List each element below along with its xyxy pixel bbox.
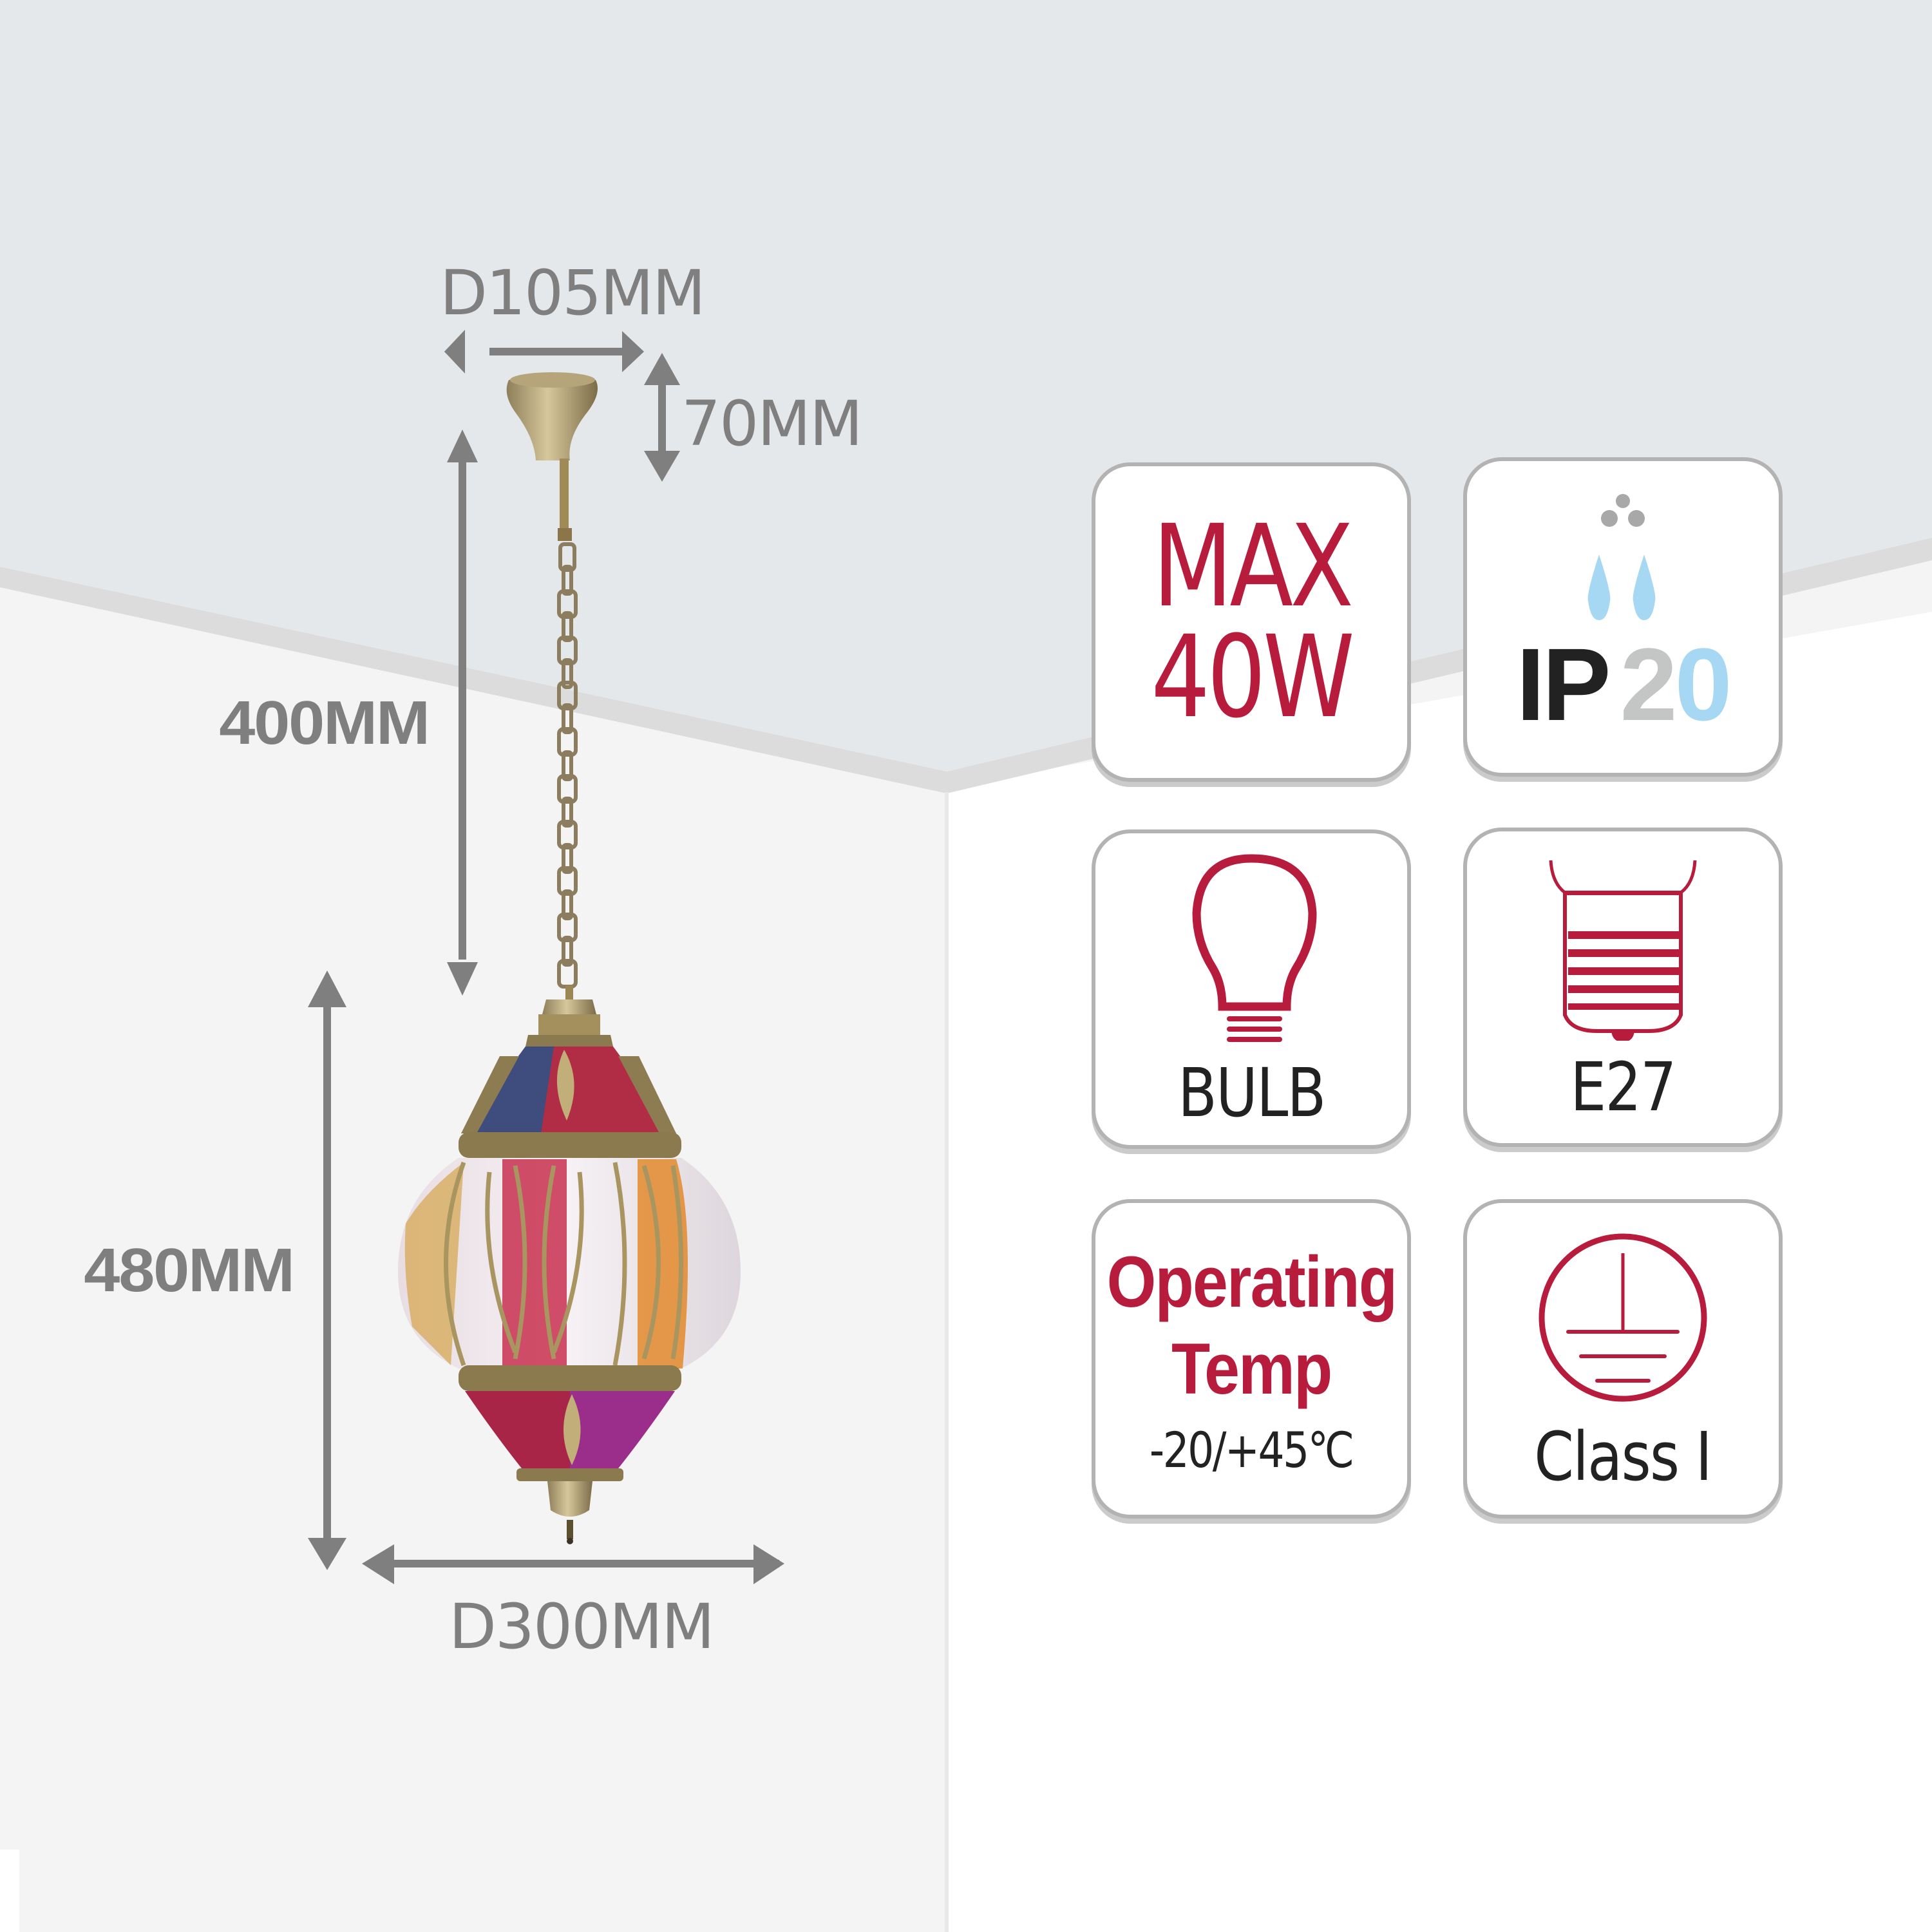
base-type-card: E27 bbox=[1463, 828, 1783, 1147]
ip-rating-value: IP 2 0 bbox=[1516, 627, 1732, 742]
body-diameter-label: D300MM bbox=[449, 1591, 715, 1663]
light-bulb-icon bbox=[1192, 854, 1317, 1042]
bulb-card: BULB bbox=[1092, 829, 1411, 1149]
wattage-value: 40W bbox=[1151, 611, 1355, 743]
earth-ground-icon bbox=[1539, 1233, 1707, 1402]
safety-class-card: Class I bbox=[1463, 1199, 1783, 1519]
canopy-height-label: 70MM bbox=[681, 388, 863, 460]
ip-prefix: IP bbox=[1516, 627, 1611, 742]
max-wattage-card: MAX 40W bbox=[1092, 462, 1411, 782]
water-drops-icon bbox=[1587, 494, 1656, 620]
max-label: MAX bbox=[1152, 500, 1353, 632]
chain-length-label: 400MM bbox=[219, 688, 430, 757]
e27-screw-base-icon bbox=[1549, 860, 1697, 1041]
body-height-label: 480MM bbox=[84, 1236, 295, 1305]
temp-range-value: -20/+45℃ bbox=[1150, 1421, 1354, 1479]
operating-label: Operating bbox=[1106, 1242, 1397, 1323]
temp-label: Temp bbox=[1171, 1328, 1332, 1409]
operating-temp-card: Operating Temp -20/+45℃ bbox=[1092, 1199, 1411, 1519]
base-type-label: E27 bbox=[1570, 1048, 1676, 1126]
canopy-diameter-label: D105MM bbox=[440, 257, 706, 329]
ip-rating-card: IP 2 0 bbox=[1463, 457, 1783, 777]
ip-digit-solid: 2 bbox=[1620, 627, 1678, 742]
safety-class-label: Class I bbox=[1534, 1417, 1713, 1496]
ip-digit-liquid: 0 bbox=[1674, 627, 1732, 742]
bulb-label: BULB bbox=[1177, 1054, 1326, 1132]
